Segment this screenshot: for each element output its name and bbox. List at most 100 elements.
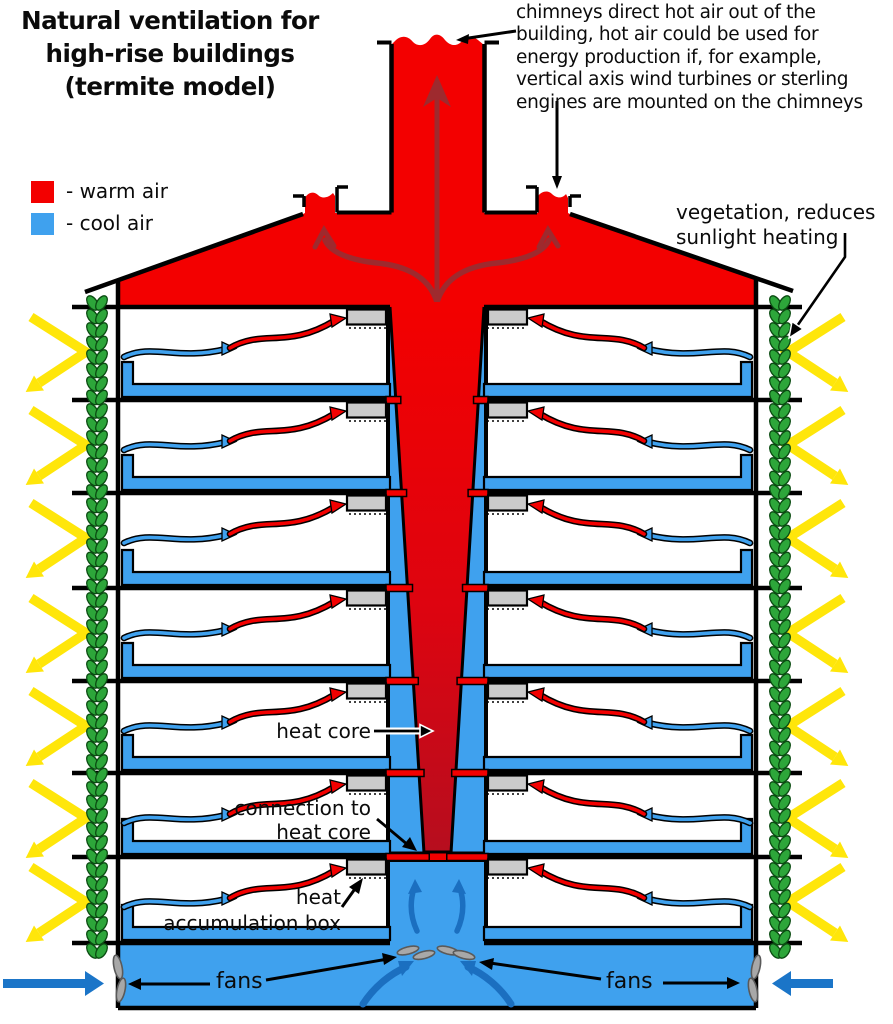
heat-accumulation-box-left [345,682,388,700]
warm-air-arrow-left-head [329,406,348,422]
sunlight-zigzag-left [28,593,95,668]
sunlight-arrowhead-left [25,841,44,858]
vegetation-leaf [778,848,791,865]
cool-air-arrow-right [646,897,752,909]
vegetation-leaf [95,821,108,838]
cool-air-arrow-left [122,440,228,452]
vegetation-leaf [95,403,108,419]
vegetation-leaf [95,835,108,851]
warm-air-arrow-left-outline [226,598,338,633]
connection-arrow [376,817,409,847]
title-line: (termite model) [64,72,276,101]
vegetation-annotation: vegetation, reduces sunlight heating [676,200,875,249]
vegetation-leaf [95,497,108,514]
core-connection-stripe-right [461,583,489,593]
sunlight-arrowhead-right [830,468,849,485]
vegetation-leaf [95,632,108,649]
vegetation-leaf [778,740,791,757]
cool-air-duct-right [482,733,754,772]
warm-air-arrow-right-head [526,313,545,329]
sunlight-arrowhead-left [25,656,44,673]
warm-air-arrow-left [228,693,336,724]
fans-right-arrowhead-1 [479,958,494,970]
vegetation-leaf [778,727,791,743]
vegetation-leaf [778,551,791,568]
warm-air-arrow-right-outline [536,598,648,633]
floor-slabs [72,304,802,946]
connection-arrowhead [402,837,417,851]
vegetation-leaf [95,673,108,689]
vegetation-leaf [778,862,791,878]
air-entry-arrow-left [3,971,104,996]
vegetation-annotation-line: sunlight heating [676,224,839,249]
warm-air-arrow-right [538,505,646,536]
warm-air-arrow-right [538,412,646,443]
vegetation-leaf [95,389,108,406]
basement-details [3,879,833,1008]
warm-air-arrow-left [228,505,336,536]
vegetation-columns [86,295,791,959]
core-connection-stripe-right [467,488,489,498]
cool-air-arrow-left [122,347,228,359]
annotation-line: energy production if, for example, [516,46,822,68]
vegetation-leaf [95,848,108,865]
chamber-updraft-arrowheads [398,879,476,976]
accumulation-label-line: accumulation box [163,910,341,935]
warm-air-arrow-right [538,785,646,816]
legend-warm-label: - warm air [66,179,168,203]
roofline-right [569,211,794,294]
warm-air-arrow-right-head [526,687,545,703]
vegetation-leaf [95,592,108,608]
vegetation-leaf [95,349,108,365]
sunlight-zigzag-left [28,686,95,761]
warm-air-arrow-left-head [329,594,348,610]
heat-accumulation-box-left [345,774,388,792]
vegetation-leaf [95,700,108,716]
cool-air-arrow-right [646,440,752,452]
vegetation-leaf [95,929,108,946]
vegetation-leaf [778,578,791,595]
sunlight-zigzag-right [779,593,846,668]
vegetation-leaf [95,565,108,581]
central-fan-blade [396,945,420,956]
vegetation-leaf [778,835,791,851]
warm-air-arrow-left-outline [226,503,338,538]
heat-accumulation-box-right [486,308,529,326]
sunlight-arrowhead-right [830,841,849,858]
vegetation-leaf [778,443,791,460]
sunlight-zigzag-right [779,778,846,853]
warm-air-arrow-left-head [329,779,348,795]
heat-accumulation-box-left [345,589,388,607]
fans-left-arrowhead-1 [128,978,141,990]
chimney-annotation-arrow-1 [461,29,517,41]
central-shaft [120,302,754,1007]
warm-air-arrow-right-head [526,863,545,879]
sunlight-arrowhead-left [25,925,44,942]
vegetation-leaf [95,902,108,919]
vegetation-leaf [778,929,791,946]
core-connection-stripe-right [450,768,489,778]
heat-core-shape [390,302,484,853]
vegetation-leaf [95,551,108,568]
vegetation-leaf [778,376,791,392]
vegetation-leaf [778,524,791,541]
vegetation-leaf [778,632,791,649]
vegetation-arrowhead [787,320,805,340]
sunlight-zigzag-left [28,862,95,937]
accumulation-arrowhead [349,878,363,894]
vegetation-leaf [778,943,791,959]
fans-right-label: fans [606,969,653,994]
warm-air-arrow-left-outline [226,691,338,726]
vegetation-leaf [95,335,108,352]
vegetation-leaf [95,295,108,311]
sunlight-arrowhead-right [830,561,849,578]
sunlight-zigzag-left [28,778,95,853]
cool-air-duct-right [482,548,754,587]
fans-right-arrow-1 [489,961,602,981]
vegetation-arrow [793,233,847,330]
cool-air-arrow-left [122,813,228,825]
vegetation-leaf [778,889,791,905]
cool-air-arrow-left [122,721,228,733]
roof-outlines [84,40,794,295]
cool-air-duct-right [482,903,754,942]
